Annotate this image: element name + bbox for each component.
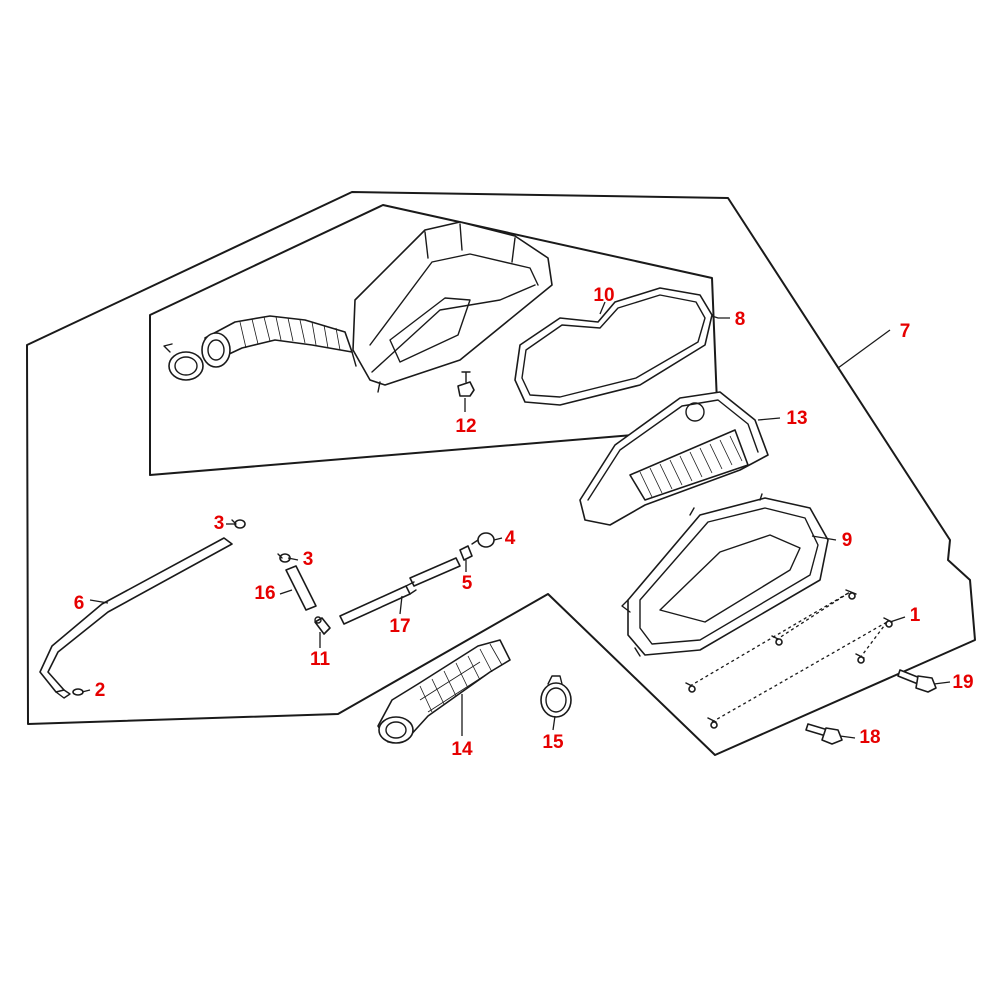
air-filter-element <box>579 391 769 526</box>
callout-4: 4 <box>505 528 516 549</box>
callout-13: 13 <box>786 408 807 429</box>
tube-plug <box>471 532 495 548</box>
drain-tube <box>339 557 461 625</box>
callout-1: 1 <box>910 605 921 626</box>
air-cleaner-case <box>163 221 553 393</box>
callout-3-middle: 3 <box>303 549 314 570</box>
bolt-19 <box>897 669 937 693</box>
hose-clip-2 <box>72 688 84 696</box>
hose-clip-3b <box>277 553 291 563</box>
short-hose <box>285 565 317 611</box>
elbow-fitting <box>314 616 331 635</box>
callout-14: 14 <box>451 739 473 760</box>
callout-3-top: 3 <box>214 513 225 534</box>
callout-12: 12 <box>455 416 476 437</box>
callout-2: 2 <box>95 680 106 701</box>
case-subassembly-outline <box>149 204 719 476</box>
cover-screws <box>685 589 893 729</box>
hose-band <box>540 675 572 718</box>
callout-10: 10 <box>593 285 614 306</box>
leader-lines <box>81 301 951 739</box>
case-cover <box>621 493 829 657</box>
callout-16: 16 <box>254 583 275 604</box>
connecting-tube <box>377 639 511 744</box>
callout-9: 9 <box>842 530 853 551</box>
breather-hose <box>39 537 233 699</box>
callout-19: 19 <box>952 672 973 693</box>
drain-plug <box>457 371 475 397</box>
case-gasket <box>514 287 713 406</box>
callout-15: 15 <box>542 732 564 753</box>
callout-numbers: 7 8 10 12 13 9 1 19 18 3 3 16 4 5 6 2 17… <box>74 285 974 760</box>
callout-5: 5 <box>462 573 473 594</box>
callout-17: 17 <box>389 616 410 637</box>
callout-11: 11 <box>310 649 331 670</box>
tube-connector <box>459 545 473 561</box>
assembly-outline <box>26 191 976 756</box>
callout-7: 7 <box>900 321 911 342</box>
callout-18: 18 <box>859 727 880 748</box>
bolt-18 <box>805 723 843 745</box>
callout-8: 8 <box>735 309 746 330</box>
callout-6: 6 <box>74 593 85 614</box>
